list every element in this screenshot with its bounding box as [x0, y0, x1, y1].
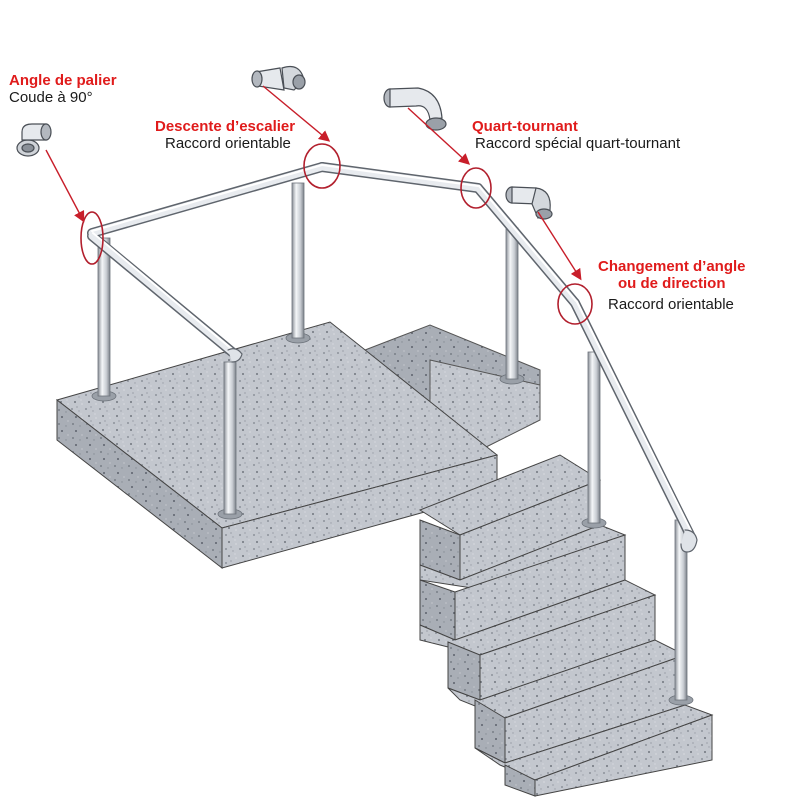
handrails	[87, 162, 698, 553]
highlight-circles	[80, 143, 593, 325]
callout-descente-escalier: Descente d’escalier Raccord orientable	[155, 118, 295, 153]
quarter-turn-fitting-icon	[383, 87, 447, 131]
swivel-fitting-icon	[251, 65, 306, 91]
callout-title-line2: ou de direction	[618, 275, 726, 293]
callout-quart-tournant: Quart-tournant Raccord spécial quart-tou…	[472, 118, 680, 153]
callout-title: Quart-tournant	[472, 118, 578, 135]
elbow-90-fitting-icon	[16, 123, 52, 157]
callout-angle-de-palier: Angle de palier Coude à 90°	[9, 72, 117, 107]
swivel-fitting-icon-2	[505, 186, 553, 220]
callout-subtitle: Raccord orientable	[608, 295, 734, 313]
railing-posts	[91, 182, 694, 706]
callout-subtitle: Raccord orientable	[165, 135, 291, 153]
callout-title: Angle de palier	[9, 72, 117, 89]
callout-title-line1: Changement d’angle	[598, 258, 746, 275]
callout-changement-angle: Changement d’angle ou de direction Racco…	[598, 258, 746, 313]
leader-arrows	[45, 85, 582, 281]
callout-subtitle: Raccord spécial quart-tournant	[475, 135, 681, 153]
callout-subtitle: Coude à 90°	[9, 89, 93, 107]
stone-stairs	[55, 321, 714, 797]
callout-title: Descente d’escalier	[155, 118, 296, 135]
